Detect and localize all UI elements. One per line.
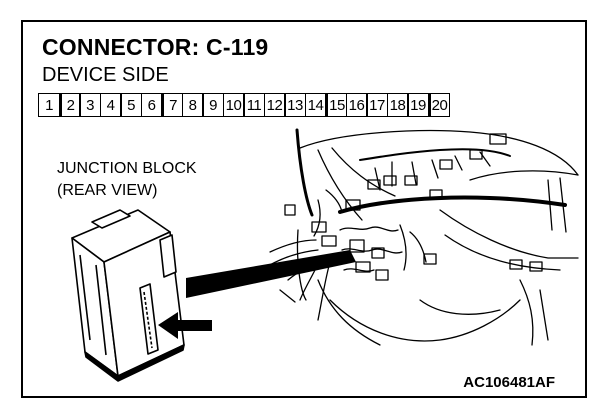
connector-side-label: DEVICE SIDE bbox=[42, 64, 169, 86]
connector-pin: 18 bbox=[386, 93, 409, 117]
connector-pin: 10 bbox=[222, 93, 245, 117]
connector-pin: 2 bbox=[58, 93, 81, 117]
connector-pin: 17 bbox=[366, 93, 388, 117]
junction-block-label: JUNCTION BLOCK bbox=[57, 160, 197, 177]
location-arrow bbox=[158, 312, 212, 339]
connector-pin: 13 bbox=[284, 93, 306, 117]
junction-block-view-label: (REAR VIEW) bbox=[57, 182, 158, 199]
connector-pin: 4 bbox=[99, 93, 122, 117]
connector-pin: 9 bbox=[202, 93, 224, 117]
leader-wedge bbox=[186, 250, 356, 298]
figure-code: AC106481AF bbox=[463, 374, 555, 391]
connector-title: CONNECTOR: C-119 bbox=[42, 34, 269, 60]
connector-pin: 8 bbox=[181, 93, 204, 117]
connector-pin: 15 bbox=[325, 93, 347, 117]
connector-pin: 20 bbox=[427, 93, 450, 117]
connector-pin: 16 bbox=[345, 93, 368, 117]
connector-pin: 7 bbox=[161, 93, 183, 117]
connector-pin: 11 bbox=[243, 93, 265, 117]
junction-block-illustration bbox=[71, 209, 185, 382]
connector-pin: 5 bbox=[120, 93, 142, 117]
dashboard-harness-illustration bbox=[267, 128, 579, 346]
connector-pin: 12 bbox=[263, 93, 286, 117]
connector-pin: 3 bbox=[79, 93, 101, 117]
